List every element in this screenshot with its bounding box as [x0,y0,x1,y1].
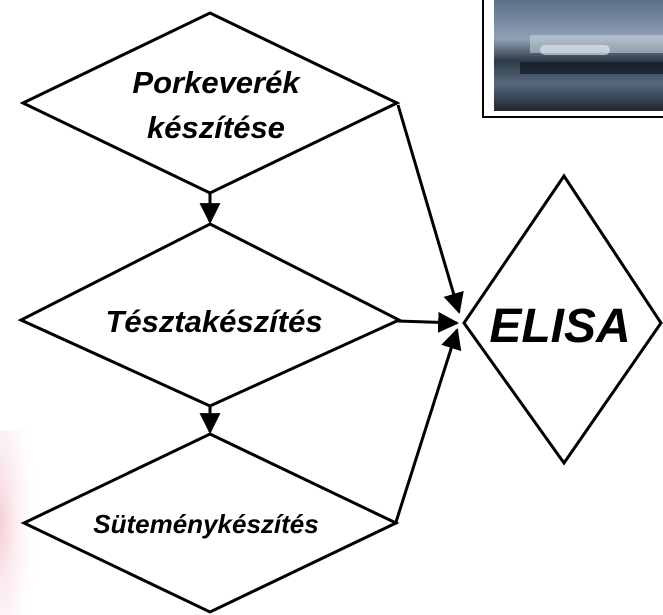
node-elisa: ELISA [462,173,663,466]
node-label-line: Tésztakészítés [105,304,322,339]
edge-sutemenykeszites-to-elisa [394,327,462,523]
node-label-line: ELISA [489,300,630,353]
decision-diamond [20,432,400,614]
decision-diamond [462,173,663,466]
equipment-photo [482,0,663,118]
edge-tesztakeszites-to-elisa [397,311,460,333]
node-label-line: készítése [147,110,285,145]
decision-diamond [17,222,403,408]
node-sutemenykeszites: Süteménykészítés [20,432,400,614]
edge-porkeverek-to-elisa [396,104,464,315]
node-label-line: Süteménykészítés [93,509,318,539]
node-label-line: Porkeverék [132,65,301,100]
node-tesztakeszites: Tésztakészítés [17,222,403,408]
decision-diamond [19,11,401,195]
node-porkeverek: Porkeverék készítése [19,11,401,195]
